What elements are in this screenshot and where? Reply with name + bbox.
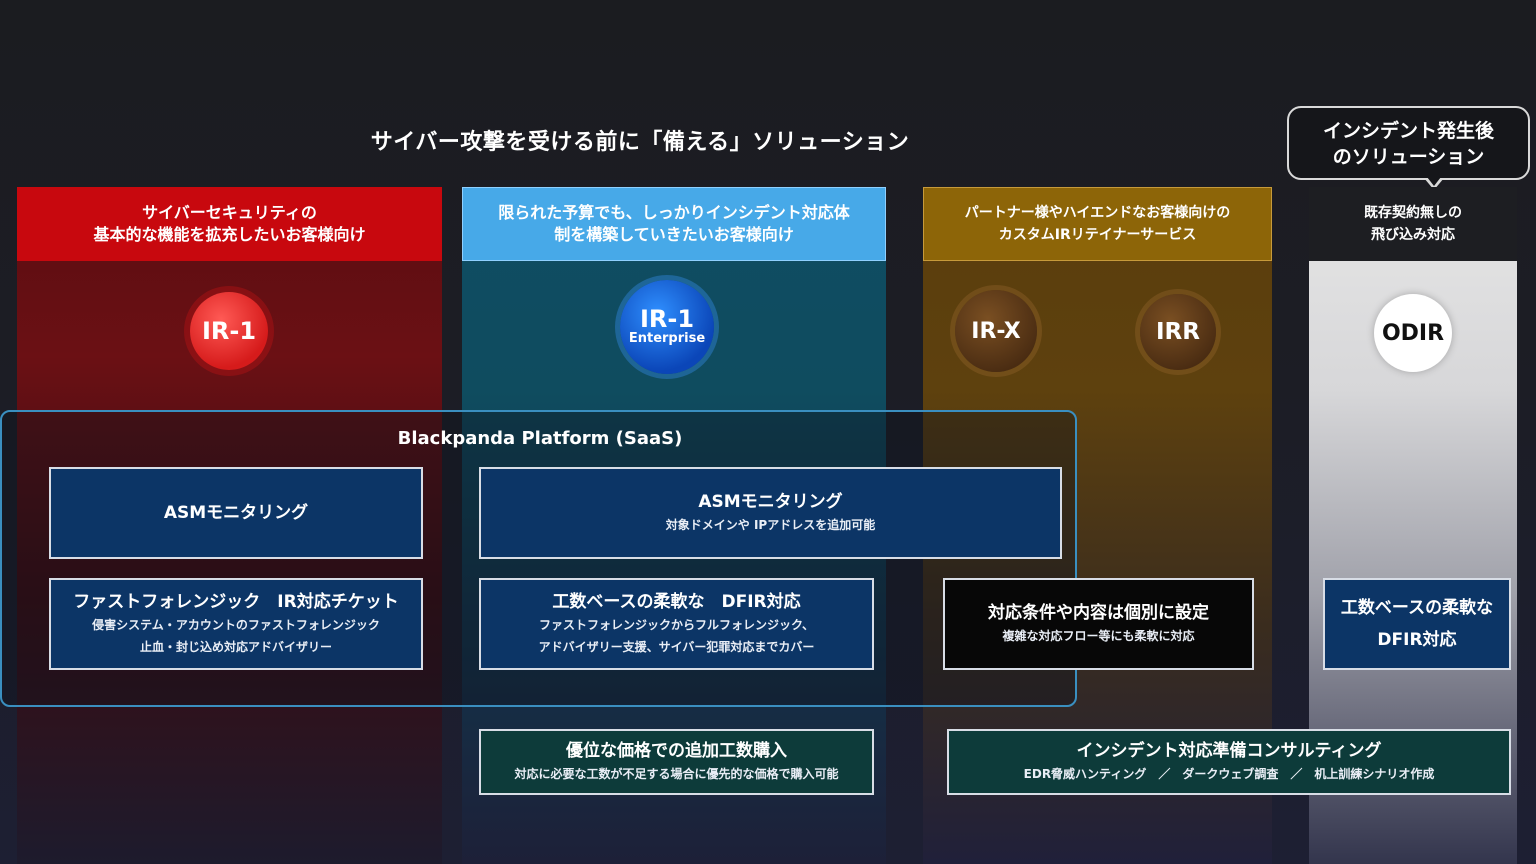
odir-badge-label: ODIR	[1381, 320, 1445, 346]
irx-badge-label: IR-X	[971, 318, 1021, 344]
extra-title: 優位な価格での追加工数購入	[566, 741, 787, 761]
dfir-sub-1: ファストフォレンジックからフルフォレンジック、	[539, 618, 814, 632]
consulting-box: インシデント対応準備コンサルティング EDR脅威ハンティング ／ ダークウェブ調…	[947, 729, 1511, 795]
ent-badge-label: IR-1	[639, 305, 695, 333]
consult-title: インシデント対応準備コンサルティング	[1076, 741, 1382, 761]
dfir-sub-2: アドバイザリー支援、サイバー犯罪対応までカバー	[538, 640, 815, 654]
header-odir-line-2: 飛び込み対応	[1371, 227, 1455, 243]
callout-tail-inner	[1427, 177, 1441, 186]
header-ir1-enterprise: 限られた予算でも、しっかりインシデント対応体 制を構築していきたいお客様向け	[462, 187, 886, 261]
header-irx-irr: パートナー様やハイエンドなお客様向けの カスタムIRリテイナーサービス	[923, 187, 1272, 261]
post-incident-callout: インシデント発生後 のソリューション	[1287, 106, 1530, 180]
header-ir1-line-2: 基本的な機能を拡充したいお客様向け	[93, 225, 366, 244]
callout-line-2: のソリューション	[1332, 146, 1485, 168]
header-odir-line-1: 既存契約無しの	[1364, 205, 1462, 221]
header-irx-line-1: パートナー様やハイエンドなお客様向けの	[964, 205, 1231, 221]
ent-badge-sub: Enterprise	[628, 331, 706, 346]
custom-conditions-box: 対応条件や内容は個別に設定 複雑な対応フロー等にも柔軟に対応	[943, 578, 1254, 670]
asm2-title: ASMモニタリング	[698, 492, 843, 512]
consult-sub: EDR脅威ハンティング ／ ダークウェブ調査 ／ 机上訓練シナリオ作成	[1023, 767, 1435, 781]
extra-sub: 対応に必要な工数が不足する場合に優先的な価格で購入可能	[514, 767, 839, 781]
header-ent-line-2: 制を構築していきたいお客様向け	[554, 225, 794, 244]
irr-badge: IRR	[1140, 294, 1216, 370]
odir-dfir-line-2: DFIR対応	[1377, 630, 1457, 650]
asm1-title: ASMモニタリング	[163, 503, 309, 523]
irx-badge: IR-X	[955, 290, 1037, 372]
ir1-badge-label: IR-1	[201, 317, 257, 345]
odir-dfir-line-1: 工数ベースの柔軟な	[1340, 598, 1494, 618]
asm-monitoring-enterprise-box: ASMモニタリング 対象ドメインや IPアドレスを追加可能	[479, 467, 1062, 559]
odir-badge: ODIR	[1374, 294, 1452, 372]
header-ir1-line-1: サイバーセキュリティの	[142, 203, 317, 222]
extra-hours-box: 優位な価格での追加工数購入 対応に必要な工数が不足する場合に優先的な価格で購入可…	[479, 729, 874, 795]
ir-ticket-box: ファストフォレンジック IR対応チケット 侵害システム・アカウントのファストフォ…	[49, 578, 423, 670]
header-odir: 既存契約無しの 飛び込み対応	[1309, 187, 1517, 261]
platform-title: Blackpanda Platform (SaaS)	[397, 428, 683, 449]
main-title: サイバー攻撃を受ける前に「備える」ソリューション	[370, 130, 910, 155]
asm-monitoring-box: ASMモニタリング	[49, 467, 423, 559]
callout-line-1: インシデント発生後	[1322, 120, 1494, 142]
ir1-enterprise-badge: IR-1 Enterprise	[620, 280, 714, 374]
dfir-title: 工数ベースの柔軟な DFIR対応	[552, 592, 801, 612]
asm2-sub: 対象ドメインや IPアドレスを追加可能	[665, 518, 876, 532]
ticket-sub-1: 侵害システム・アカウントのファストフォレンジック	[92, 618, 380, 632]
odir-dfir-box: 工数ベースの柔軟な DFIR対応	[1323, 578, 1511, 670]
dfir-box: 工数ベースの柔軟な DFIR対応 ファストフォレンジックからフルフォレンジック、…	[479, 578, 874, 670]
ticket-sub-2: 止血・封じ込め対応アドバイザリー	[139, 640, 332, 654]
ticket-title: ファストフォレンジック IR対応チケット	[73, 592, 399, 612]
ir1-badge: IR-1	[190, 292, 268, 370]
irr-badge-label: IRR	[1156, 319, 1200, 345]
custom-title: 対応条件や内容は個別に設定	[988, 603, 1209, 623]
header-ent-line-1: 限られた予算でも、しっかりインシデント対応体	[498, 203, 850, 222]
custom-sub: 複雑な対応フロー等にも柔軟に対応	[1002, 629, 1195, 643]
header-irx-line-2: カスタムIRリテイナーサービス	[998, 227, 1197, 243]
header-ir1: サイバーセキュリティの 基本的な機能を拡充したいお客様向け	[17, 187, 442, 261]
